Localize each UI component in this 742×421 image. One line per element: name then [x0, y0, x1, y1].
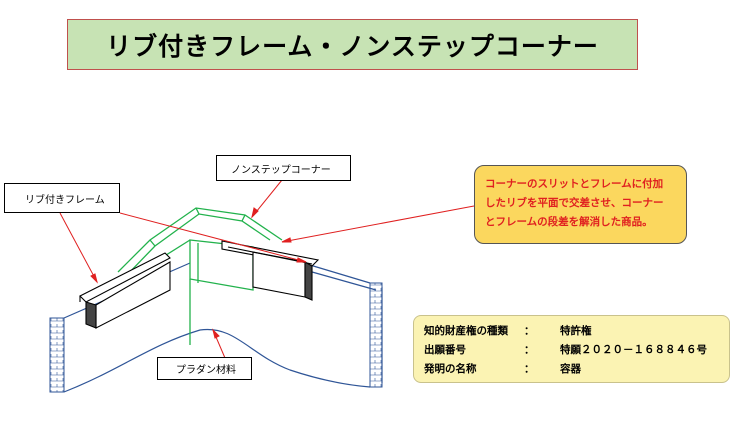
- info-key: 知的財産権の種類: [424, 325, 508, 337]
- info-value: 特願２０２０－１６８８４６号: [560, 344, 707, 356]
- callout-line: したリブを平面で交差させ、コーナー: [485, 197, 664, 209]
- info-row: 発明の名称 ： 容器: [424, 360, 719, 379]
- info-separator: ：: [524, 325, 535, 337]
- right-panel-edge: [369, 282, 383, 388]
- label-nonstep-corner: ノンステップコーナー: [216, 155, 351, 181]
- callout-line: とフレームの段差を解消した商品。: [485, 216, 653, 228]
- label-ribbed-frame-text: リブ付きフレーム: [25, 194, 105, 206]
- info-value: 容器: [560, 363, 581, 375]
- info-row: 出願番号 ： 特願２０２０－１６８８４６号: [424, 341, 719, 360]
- info-separator: ：: [524, 344, 535, 356]
- info-separator: ：: [524, 363, 535, 375]
- ip-info-box: 知的財産権の種類 ： 特許権 出願番号 ： 特願２０２０－１６８８４６号 発明の…: [413, 315, 730, 383]
- label-plastic-material-text: プラダン材料: [176, 365, 236, 376]
- description-callout: コーナーのスリットとフレームに付加 したリブを平面で交差させ、コーナー とフレー…: [474, 165, 687, 244]
- info-value: 特許権: [560, 325, 592, 337]
- leader-lines: [59, 179, 475, 359]
- left-panel-edge: [49, 317, 65, 393]
- info-row: 知的財産権の種類 ： 特許権: [424, 322, 719, 341]
- label-plastic-material: プラダン材料: [157, 357, 252, 380]
- label-nonstep-corner-text: ノンステップコーナー: [231, 164, 331, 176]
- info-key: 発明の名称: [424, 363, 477, 375]
- corner-piece: [117, 207, 283, 345]
- callout-line: コーナーのスリットとフレームに付加: [485, 178, 664, 190]
- label-ribbed-frame: リブ付きフレーム: [4, 183, 120, 213]
- page-title: リブ付きフレーム・ノンステップコーナー: [67, 19, 638, 70]
- info-key: 出願番号: [424, 344, 466, 356]
- left-ribbed-frame: [79, 252, 171, 329]
- right-ribbed-frame: [221, 240, 320, 301]
